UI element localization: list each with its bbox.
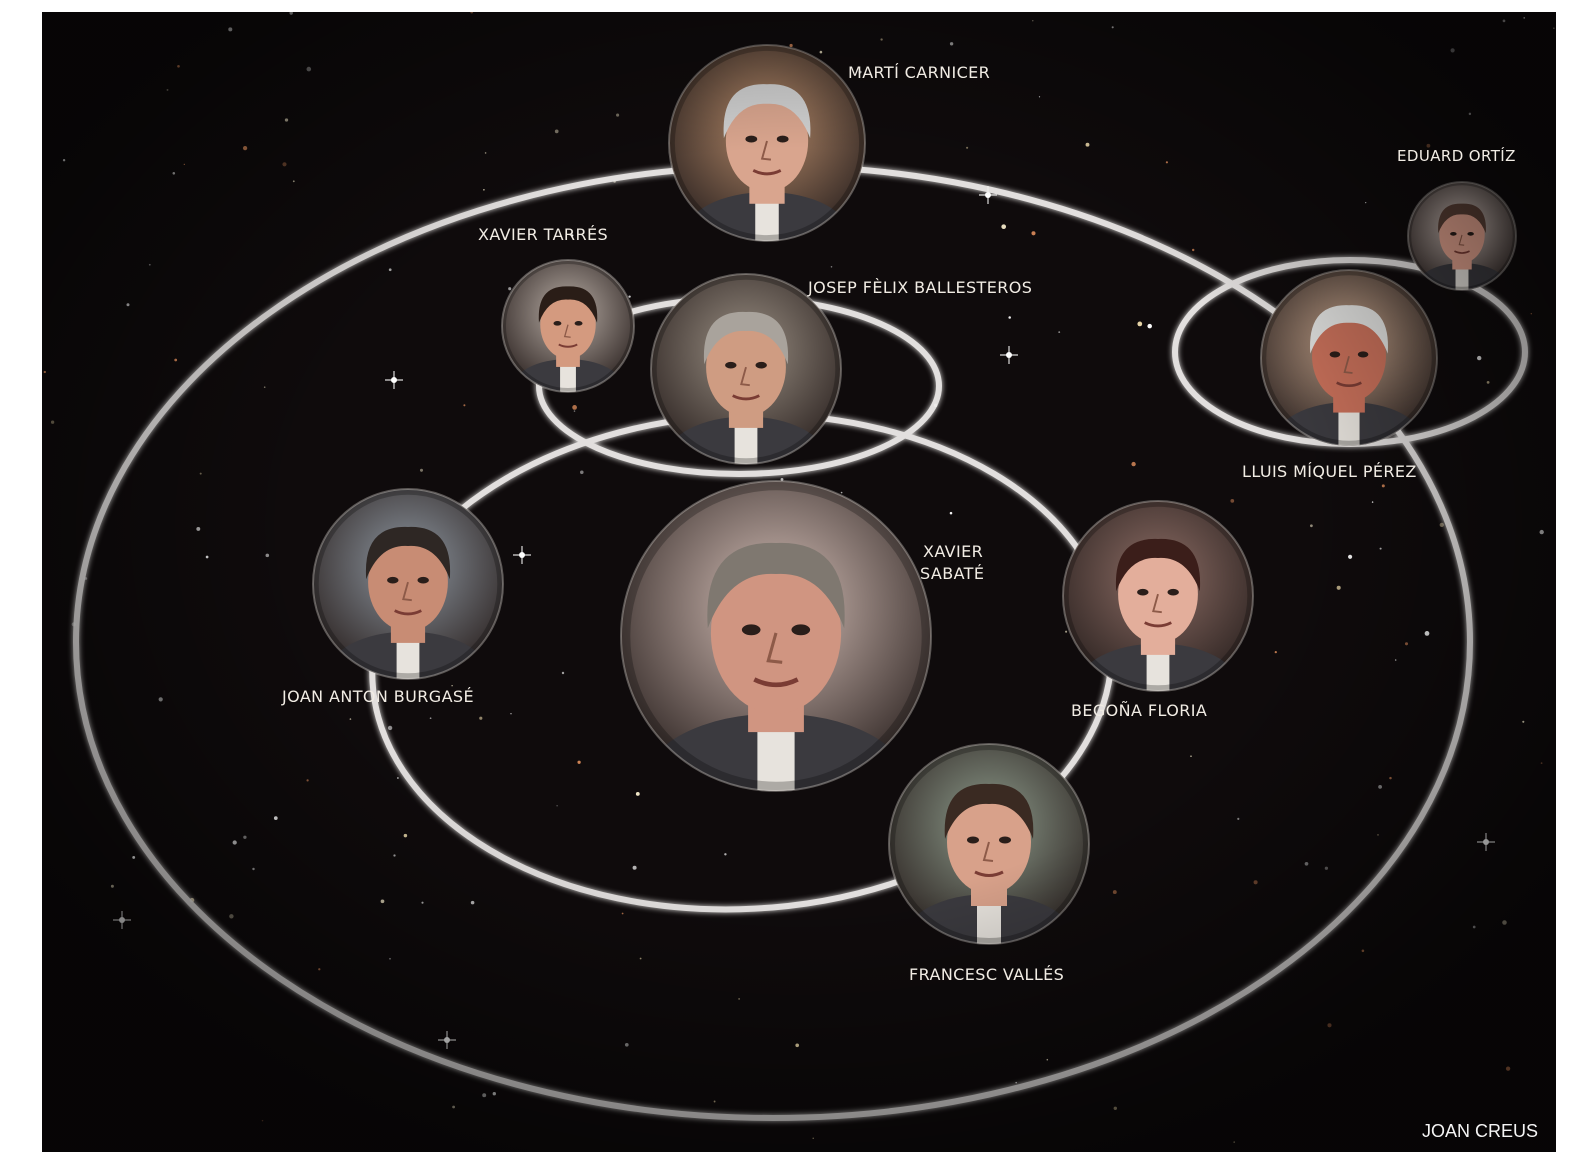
label-marti-carnicer: MARTÍ CARNICER xyxy=(848,63,991,82)
label-xavier-sabate-line1: XAVIER xyxy=(923,542,984,561)
photo-credit: JOAN CREUS xyxy=(1422,1121,1539,1141)
label-josep-felix-ballesteros: JOSEP FÈLIX BALLESTEROS xyxy=(808,278,1033,297)
diagram-panel: MARTÍ CARNICER EDUARD ORTÍZ XAVIER TARRÉ… xyxy=(42,12,1556,1152)
label-lluis-miquel-perez: LLUIS MÍQUEL PÉREZ xyxy=(1242,462,1417,481)
label-francesc-valles: FRANCESC VALLÉS xyxy=(909,965,1065,984)
label-begona-floria: BEGOÑA FLORIA xyxy=(1071,701,1208,720)
label-joan-anton-burgase: JOAN ANTON BURGASÉ xyxy=(282,687,474,706)
orbit-diagram xyxy=(42,12,1556,1152)
label-xavier-tarres: XAVIER TARRÉS xyxy=(478,225,609,244)
vignette xyxy=(42,12,1556,1152)
label-xavier-sabate-line2: SABATÉ xyxy=(920,564,985,583)
label-eduard-ortiz: EDUARD ORTÍZ xyxy=(1397,147,1516,165)
